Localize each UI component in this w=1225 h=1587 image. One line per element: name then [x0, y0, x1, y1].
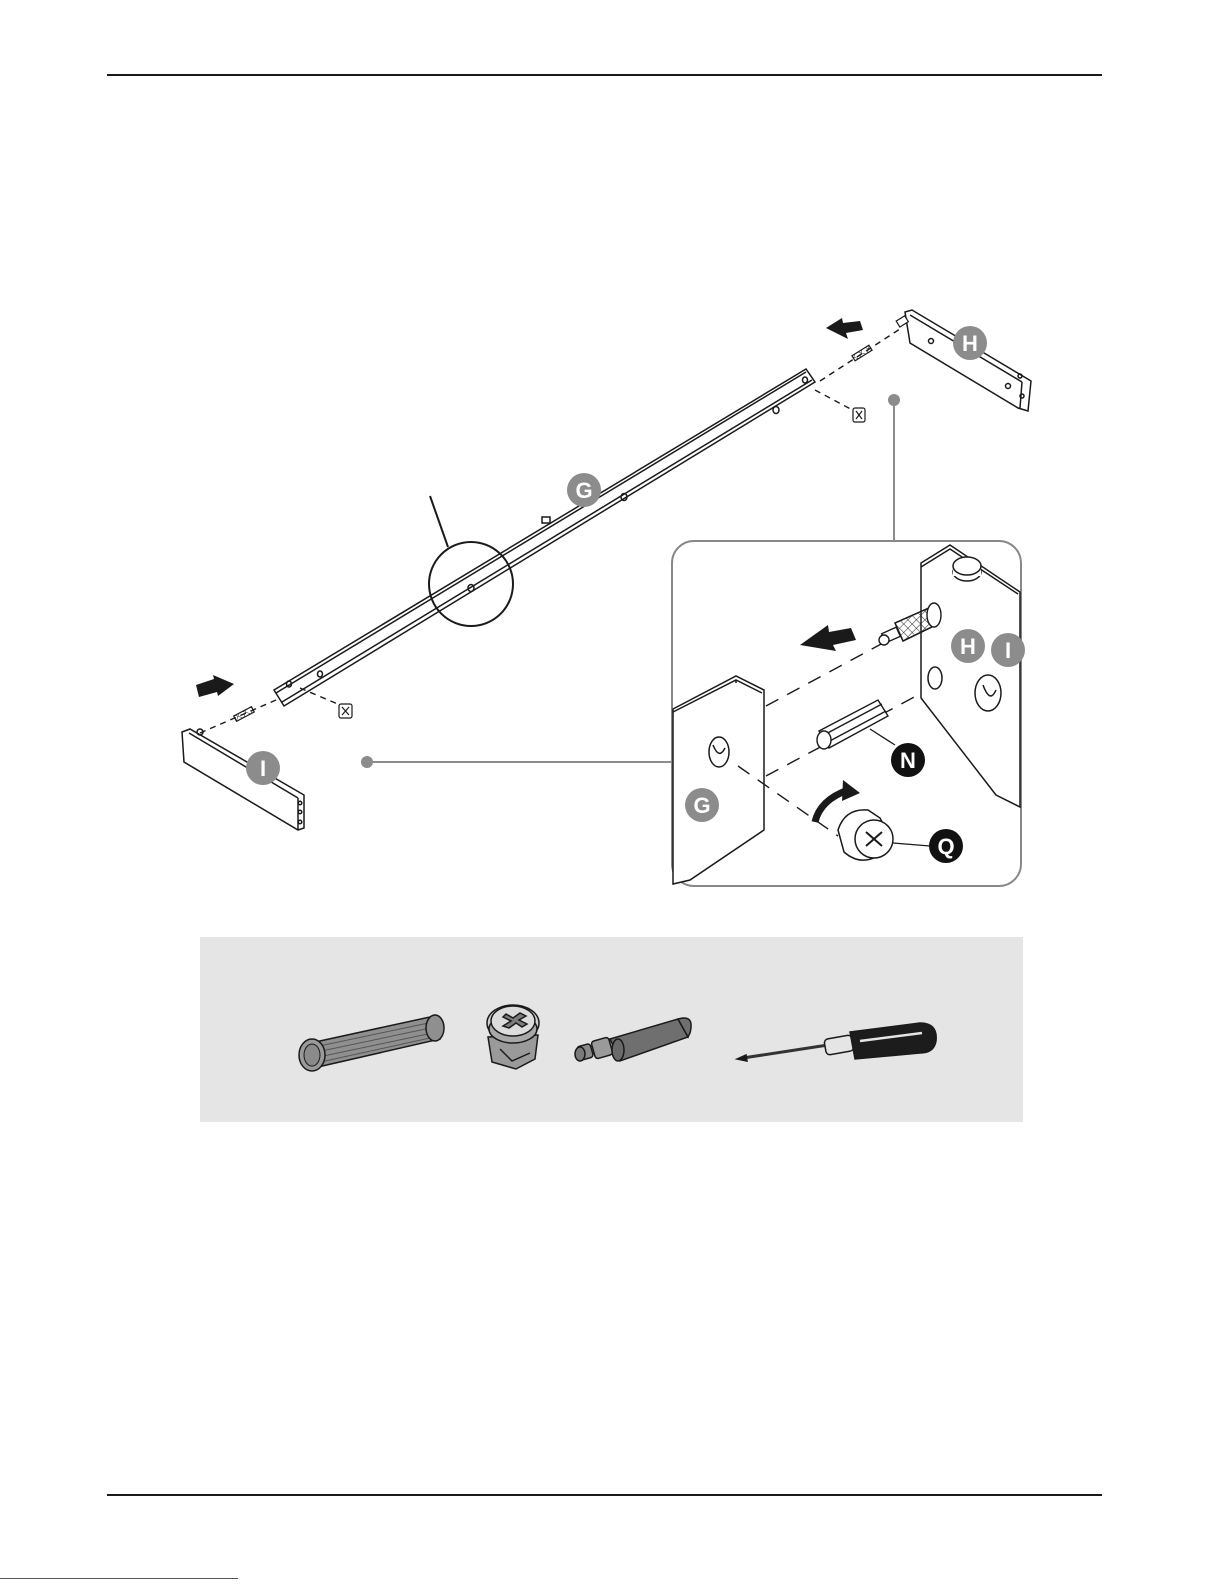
cam-screw-small-bottom	[234, 707, 254, 722]
screwdriver-icon	[737, 1023, 936, 1061]
svg-text:N: N	[900, 748, 916, 773]
detail-box	[672, 541, 1021, 886]
cam-screw-icon	[575, 1018, 691, 1061]
cam-lock-nut-icon	[487, 1005, 539, 1069]
arrow-right-icon	[196, 675, 234, 697]
parts-panel	[200, 937, 1023, 1122]
svg-text:H: H	[960, 634, 976, 659]
cam-nut-small-bottom	[339, 704, 352, 718]
svg-text:G: G	[693, 793, 710, 818]
label-badge-q: Q	[929, 829, 963, 863]
label-badge-g: G	[567, 473, 601, 507]
label-badge-i: I	[246, 751, 280, 785]
svg-text:G: G	[575, 478, 592, 503]
end-piece-i	[182, 729, 304, 830]
label-badge-detail-h: H	[951, 629, 985, 663]
label-badge-detail-g: G	[685, 788, 719, 822]
end-piece-h	[905, 310, 1031, 411]
svg-text:I: I	[260, 756, 266, 781]
footer-mark	[0, 1578, 238, 1579]
label-badge-n: N	[891, 743, 925, 777]
wood-dowel-icon	[299, 1015, 444, 1071]
label-badge-h: H	[953, 326, 987, 360]
svg-text:I: I	[1005, 638, 1011, 663]
footer-rule	[107, 1494, 1102, 1496]
label-badge-detail-i: I	[991, 633, 1025, 667]
svg-text:H: H	[962, 331, 978, 356]
cam-nut-small-top	[853, 408, 865, 422]
svg-text:Q: Q	[937, 834, 954, 859]
arrow-left-icon	[826, 318, 863, 339]
